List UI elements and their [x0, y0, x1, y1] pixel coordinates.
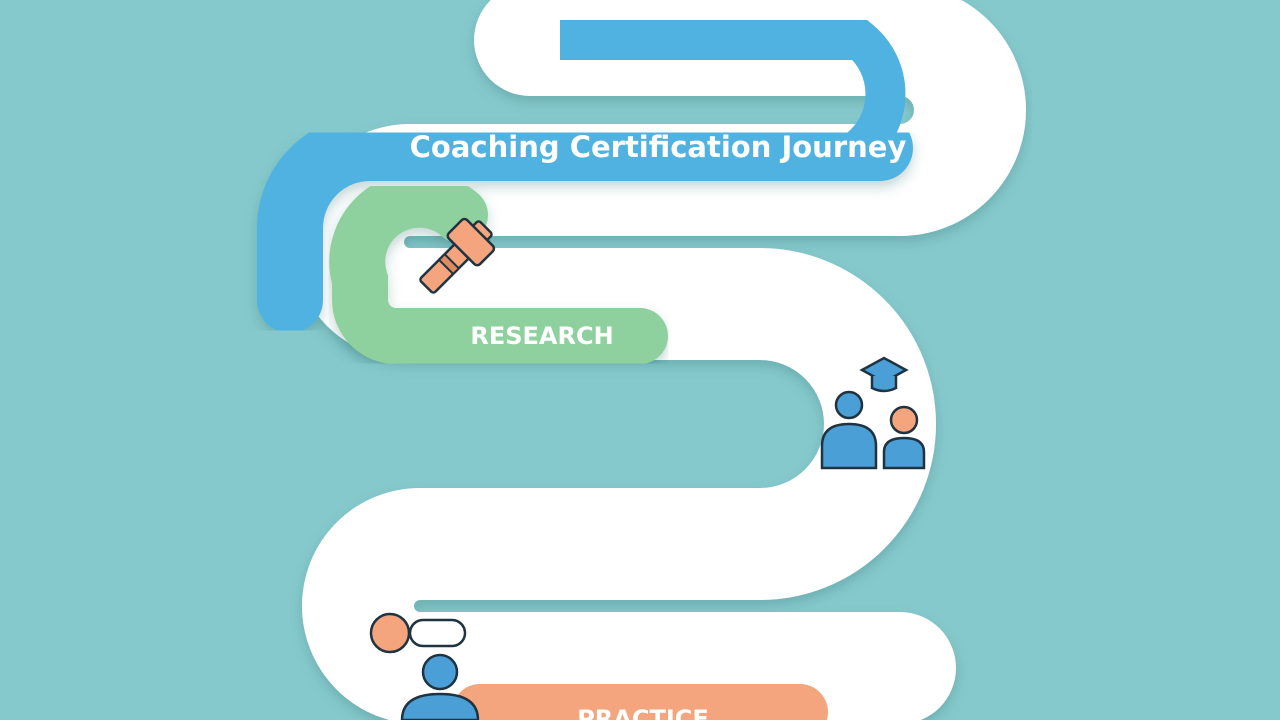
speech-bubble-icon [369, 612, 467, 654]
diagram-title: Coaching Certification Journey [410, 130, 907, 164]
stage-label-training: TRAINING [579, 495, 710, 523]
stage-label-practice: PRACTICE [577, 705, 709, 720]
gavel-icon [419, 217, 496, 294]
research-ribbon [329, 171, 668, 364]
coach-and-student-icon [820, 390, 926, 470]
title-ribbon [257, 115, 913, 333]
winding-path [292, 0, 1026, 720]
graduation-cap-icon [859, 356, 909, 393]
stage-label-research: RESEARCH [470, 322, 613, 350]
person-icon [400, 653, 480, 720]
